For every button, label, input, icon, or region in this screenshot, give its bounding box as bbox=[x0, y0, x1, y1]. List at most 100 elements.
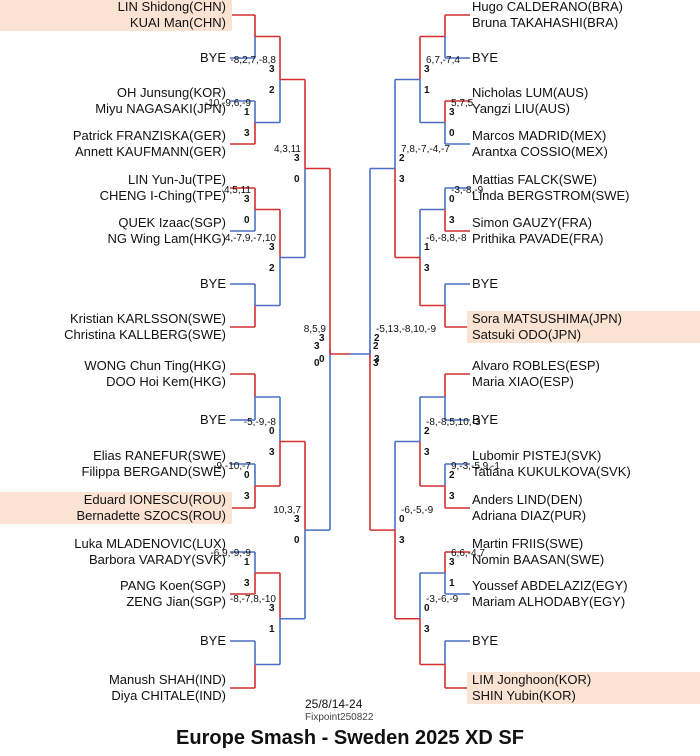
final-left-lost: 0 bbox=[314, 358, 320, 369]
right-player-4-a: Mattias FALCK(SWE) bbox=[472, 172, 597, 187]
left-bye-1: BYE bbox=[199, 50, 226, 65]
right-player-15-b: SHIN Yubin(KOR) bbox=[472, 688, 576, 703]
left-bye-14: BYE bbox=[199, 633, 226, 648]
final-left-score: 3 bbox=[314, 341, 320, 352]
right-r1-m6-score-top: 3 bbox=[449, 557, 455, 568]
left-player-5-b: NG Wing Lam(HKG) bbox=[107, 231, 226, 246]
right-r3-m0-score-bottom: 3 bbox=[399, 173, 405, 185]
right-r1-m1-score-top: 3 bbox=[449, 106, 455, 118]
final-right-lost: 3 bbox=[373, 358, 379, 369]
right-r4-m0-score-bottom: 3 bbox=[374, 354, 380, 366]
left-r3-m1-score-top: 3 bbox=[294, 514, 300, 526]
left-player-8-a: WONG Chun Ting(HKG) bbox=[84, 358, 226, 373]
left-bye-6: BYE bbox=[199, 276, 226, 291]
left-player-8-b: DOO Hoi Kem(HKG) bbox=[106, 374, 226, 389]
left-r2-m3-score-top: 3 bbox=[269, 602, 275, 614]
right-player-0-a: Hugo CALDERANO(BRA) bbox=[472, 0, 623, 14]
left-player-4-b: CHENG I-Ching(TPE) bbox=[99, 188, 226, 203]
right-player-7-b: Satsuki ODO(JPN) bbox=[472, 327, 582, 342]
right-bye-6: BYE bbox=[472, 276, 499, 291]
left-r2-m3-score-bottom: 1 bbox=[269, 623, 275, 635]
credit-text: Fixpoint250822 bbox=[305, 712, 374, 723]
left-player-3-b: Annett KAUFMANN(GER) bbox=[75, 144, 226, 159]
left-r4-m0-score-bottom: 0 bbox=[319, 354, 325, 366]
left-r2-m0-score-bottom: 2 bbox=[269, 84, 275, 96]
final-right-score: 2 bbox=[373, 341, 379, 352]
left-r3-m0-score-bottom: 0 bbox=[294, 173, 300, 185]
right-r2-m3-games: -3,-6,-9 bbox=[426, 593, 459, 605]
left-r3-m1-score-bottom: 0 bbox=[294, 535, 300, 547]
left-player-3-a: Patrick FRANZISKA(GER) bbox=[72, 128, 226, 143]
left-player-12-b: Barbora VARADY(SVK) bbox=[88, 552, 226, 567]
left-r2-m1-score-bottom: 2 bbox=[269, 262, 275, 274]
right-r3-m1-score-bottom: 3 bbox=[399, 535, 405, 547]
left-r2-m1-games: 4,-7,9,-7,10 bbox=[224, 232, 276, 244]
right-player-3-b: Arantxa COSSIO(MEX) bbox=[472, 144, 608, 159]
left-r2-m2-score-top: 0 bbox=[269, 425, 275, 437]
right-r2-m0-score-bottom: 1 bbox=[424, 84, 430, 96]
left-player-11-a: Eduard IONESCU(ROU) bbox=[83, 492, 226, 507]
right-r2-m3-score-bottom: 3 bbox=[424, 623, 430, 635]
right-r1-m2-games: -3,-8,-9 bbox=[451, 184, 484, 196]
right-player-13-a: Youssef ABDELAZIZ(EGY) bbox=[472, 578, 628, 593]
left-player-15-b: Diya CHITALE(IND) bbox=[111, 688, 226, 703]
right-r4-m0-score-top: 2 bbox=[374, 333, 380, 345]
left-player-0-a: LIN Shidong(CHN) bbox=[117, 0, 226, 14]
right-r2-m0-score-top: 3 bbox=[424, 63, 430, 75]
left-highlight-11 bbox=[0, 492, 232, 524]
right-bye-14: BYE bbox=[472, 633, 499, 648]
left-r2-m2-score-bottom: 3 bbox=[269, 446, 275, 458]
right-player-10-a: Lubomir PISTEJ(SVK) bbox=[472, 448, 602, 463]
left-highlight-0 bbox=[0, 0, 232, 31]
left-player-10-a: Elias RANEFUR(SWE) bbox=[93, 448, 226, 463]
right-player-8-b: Maria XIAO(ESP) bbox=[472, 374, 574, 389]
left-player-4-a: LIN Yun-Ju(TPE) bbox=[127, 172, 226, 187]
left-r1-m1-games: -10,-9,6,-9 bbox=[204, 97, 251, 109]
left-r1-m6-score-bottom: 3 bbox=[244, 578, 250, 589]
right-r3-m0-games: 7,8,-7,-4,-7 bbox=[401, 143, 450, 155]
right-player-2-a: Nicholas LUM(AUS) bbox=[472, 85, 589, 100]
right-highlight-7 bbox=[467, 311, 700, 343]
right-r1-m1-score-bottom: 0 bbox=[449, 127, 455, 139]
left-r2-m1-score-top: 3 bbox=[269, 241, 275, 253]
left-r3-m0-score-top: 3 bbox=[294, 152, 300, 164]
right-r3-m1-score-top: 0 bbox=[399, 514, 405, 526]
right-player-7-a: Sora MATSUSHIMA(JPN) bbox=[472, 311, 622, 326]
right-player-8-a: Alvaro ROBLES(ESP) bbox=[472, 358, 600, 373]
left-r2-m0-games: -8,2,7,-8,8 bbox=[230, 54, 276, 66]
left-r1-m1-score-top: 1 bbox=[244, 106, 250, 118]
left-player-11-b: Bernadette SZOCS(ROU) bbox=[76, 508, 226, 523]
left-player-2-a: OH Junsung(KOR) bbox=[116, 85, 226, 100]
right-r1-m6-score-bottom: 1 bbox=[449, 578, 455, 589]
right-player-5-a: Simon GAUZY(FRA) bbox=[472, 215, 592, 230]
right-r1-m5-games: 9,-3,-5,9,-1 bbox=[451, 461, 500, 472]
right-player-12-b: Nomin BAASAN(SWE) bbox=[472, 552, 605, 567]
right-r1-m1-games: 5,7,5 bbox=[451, 97, 474, 109]
left-player-15-a: Manush SHAH(IND) bbox=[108, 672, 226, 687]
right-player-10-b: Tatiana KUKULKOVA(SVK) bbox=[472, 464, 631, 479]
tournament-date: 25/8/14-24 bbox=[305, 697, 363, 711]
right-player-3-a: Marcos MADRID(MEX) bbox=[472, 128, 607, 143]
left-player-12-a: Luka MLADENOVIC(LUX) bbox=[74, 536, 226, 551]
right-player-11-b: Adriana DIAZ(PUR) bbox=[472, 508, 587, 523]
left-player-2-b: Miyu NAGASAKI(JPN) bbox=[95, 101, 226, 116]
left-r1-m6-score-top: 1 bbox=[244, 557, 250, 568]
left-r3-m0-games: 4,3,11 bbox=[273, 143, 301, 155]
left-r1-m2-score-bottom: 0 bbox=[244, 214, 250, 226]
right-player-12-a: Martin FRIIS(SWE) bbox=[472, 536, 584, 551]
left-player-10-b: Filippa BERGAND(SWE) bbox=[81, 464, 226, 479]
left-player-5-a: QUEK Izaac(SGP) bbox=[118, 215, 226, 230]
left-r1-m5-score-bottom: 3 bbox=[244, 491, 250, 502]
right-player-0-b: Bruna TAKAHASHI(BRA) bbox=[472, 15, 619, 30]
right-r2-m3-score-top: 0 bbox=[424, 602, 430, 614]
left-player-7-b: Christina KALLBERG(SWE) bbox=[64, 327, 226, 342]
left-bye-9: BYE bbox=[199, 412, 226, 427]
right-bye-1: BYE bbox=[472, 50, 499, 65]
right-r2-m1-score-top: 1 bbox=[424, 241, 430, 253]
right-player-2-b: Yangzi LIU(AUS) bbox=[472, 101, 571, 116]
left-player-13-a: PANG Koen(SGP) bbox=[120, 578, 226, 593]
left-r1-m6-games: -6,9,-9,-9 bbox=[210, 548, 251, 559]
left-r4-m0-score-top: 3 bbox=[319, 333, 325, 345]
left-r4-m0-games: 8,5,9 bbox=[303, 324, 326, 336]
